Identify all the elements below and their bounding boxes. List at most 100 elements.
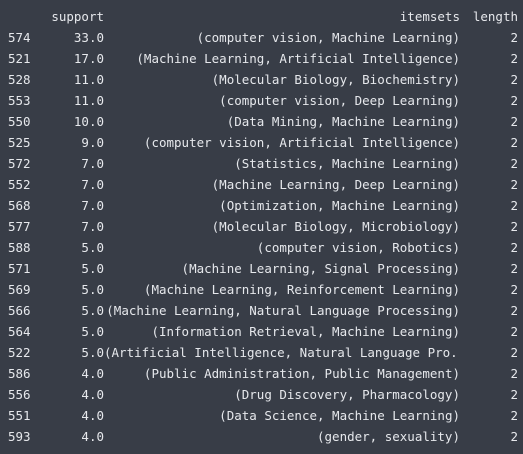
table-row: 550 10.0 (Data Mining, Machine Learning) 2 [0, 111, 518, 132]
length-cell: 2 [510, 282, 518, 297]
row-index-cell: 521 [8, 51, 31, 66]
row-index-cell: 588 [8, 240, 31, 255]
table-row: 568 7.0 (Optimization, Machine Learning) 2 [0, 195, 518, 216]
support-cell: 4.0 [81, 408, 104, 423]
itemsets-cell: (computer vision, Robotics) [256, 240, 460, 255]
itemsets-cell: (gender, sexuality) [317, 429, 460, 444]
itemsets-cell: (Machine Learning, Signal Processing) [181, 261, 460, 276]
itemsets-cell: (computer vision, Machine Learning) [196, 30, 460, 45]
row-index-cell: 574 [8, 30, 31, 45]
table-row: 552 7.0 (Machine Learning, Deep Learning) 2 [0, 174, 518, 195]
length-cell: 2 [510, 177, 518, 192]
support-cell: 5.0 [81, 345, 104, 360]
support-cell: 4.0 [81, 387, 104, 402]
table-header-row: support itemsets length [0, 6, 518, 27]
table-row: 571 5.0 (Machine Learning, Signal Processi… [0, 258, 518, 279]
table-row: 564 5.0 (Information Retrieval, Machine Le… [0, 321, 518, 342]
row-index-cell: 552 [8, 177, 31, 192]
table-row: 586 4.0 (Public Administration, Public Man… [0, 363, 518, 384]
support-column-header: support [51, 9, 104, 24]
row-index-cell: 564 [8, 324, 31, 339]
support-cell: 9.0 [81, 135, 104, 150]
itemsets-cell: (computer vision, Artificial Intelligenc… [143, 135, 460, 150]
row-index-cell: 577 [8, 219, 31, 234]
support-cell: 11.0 [73, 72, 104, 87]
itemsets-cell: (Information Retrieval, Machine Learning… [151, 324, 460, 339]
length-cell: 2 [510, 408, 518, 423]
itemsets-cell: (Drug Discovery, Pharmacology) [234, 387, 460, 402]
length-cell: 2 [510, 156, 518, 171]
row-index-cell: 556 [8, 387, 31, 402]
row-index-cell: 571 [8, 261, 31, 276]
support-cell: 5.0 [81, 324, 104, 339]
table-row: 521 17.0 (Machine Learning, Artificial Int… [0, 48, 518, 69]
length-cell: 2 [510, 30, 518, 45]
row-index-cell: 586 [8, 366, 31, 381]
itemsets-cell: (Optimization, Machine Learning) [219, 198, 460, 213]
support-cell: 5.0 [81, 240, 104, 255]
itemsets-cell: (Molecular Biology, Microbiology) [211, 219, 460, 234]
length-cell: 2 [510, 51, 518, 66]
row-index-cell: 551 [8, 408, 31, 423]
length-cell: 2 [510, 198, 518, 213]
length-column-header: length [472, 9, 518, 24]
itemsets-cell: (Statistics, Machine Learning) [234, 156, 460, 171]
itemsets-cell: (Artificial Intelligence, Natural Langua… [104, 345, 460, 360]
row-index-cell: 525 [8, 135, 31, 150]
table-row: 551 4.0 (Data Science, Machine Learning) 2 [0, 405, 518, 426]
table-row: 574 33.0 (computer vision, Machine Learnin… [0, 27, 518, 48]
row-index-cell: 522 [8, 345, 31, 360]
length-cell: 2 [510, 345, 518, 360]
support-cell: 5.0 [81, 282, 104, 297]
table-row: 528 11.0 (Molecular Biology, Biochemistry)… [0, 69, 518, 90]
index-column-header [0, 6, 48, 27]
itemsets-table: support itemsets length 574 33.0 (computer… [0, 6, 518, 447]
itemsets-cell: (Public Administration, Public Managemen… [143, 366, 460, 381]
row-index-cell: 553 [8, 93, 31, 108]
length-cell: 2 [510, 93, 518, 108]
support-cell: 4.0 [81, 366, 104, 381]
support-cell: 7.0 [81, 156, 104, 171]
table-row: 588 5.0 (computer vision, Robotics) 2 [0, 237, 518, 258]
table-row: 522 5.0(Artificial Intelligence, Natural … [0, 342, 518, 363]
support-cell: 4.0 [81, 429, 104, 444]
row-index-cell: 528 [8, 72, 31, 87]
table-row: 572 7.0 (Statistics, Machine Learning) 2 [0, 153, 518, 174]
itemsets-cell: (Machine Learning, Deep Learning) [211, 177, 460, 192]
length-cell: 2 [510, 219, 518, 234]
length-cell: 2 [510, 72, 518, 87]
length-cell: 2 [510, 114, 518, 129]
row-index-cell: 568 [8, 198, 31, 213]
length-cell: 2 [510, 240, 518, 255]
length-cell: 2 [510, 429, 518, 444]
support-cell: 10.0 [73, 114, 104, 129]
row-index-cell: 572 [8, 156, 31, 171]
itemsets-cell: (Molecular Biology, Biochemistry) [211, 72, 460, 87]
support-cell: 5.0 [81, 261, 104, 276]
itemsets-cell: (Machine Learning, Artificial Intelligen… [136, 51, 460, 66]
support-cell: 5.0 [81, 303, 104, 318]
support-cell: 7.0 [81, 198, 104, 213]
row-index-cell: 550 [8, 114, 31, 129]
length-cell: 2 [510, 261, 518, 276]
support-cell: 7.0 [81, 177, 104, 192]
itemsets-cell: (Data Science, Machine Learning) [219, 408, 460, 423]
length-cell: 2 [510, 135, 518, 150]
itemsets-cell: (Data Mining, Machine Learning) [226, 114, 460, 129]
row-index-cell: 593 [8, 429, 31, 444]
table-row: 593 4.0 (gender, sexuality) 2 [0, 426, 518, 447]
itemsets-cell: (Machine Learning, Natural Language Proc… [106, 303, 460, 318]
itemsets-cell: (Machine Learning, Reinforcement Learnin… [143, 282, 460, 297]
row-index-cell: 566 [8, 303, 31, 318]
support-cell: 33.0 [73, 30, 104, 45]
length-cell: 2 [510, 387, 518, 402]
table-row: 525 9.0 (computer vision, Artificial Intel… [0, 132, 518, 153]
table-body: 574 33.0 (computer vision, Machine Learnin… [0, 27, 518, 447]
length-cell: 2 [510, 366, 518, 381]
itemsets-column-header: itemsets [399, 9, 460, 24]
support-cell: 17.0 [73, 51, 104, 66]
